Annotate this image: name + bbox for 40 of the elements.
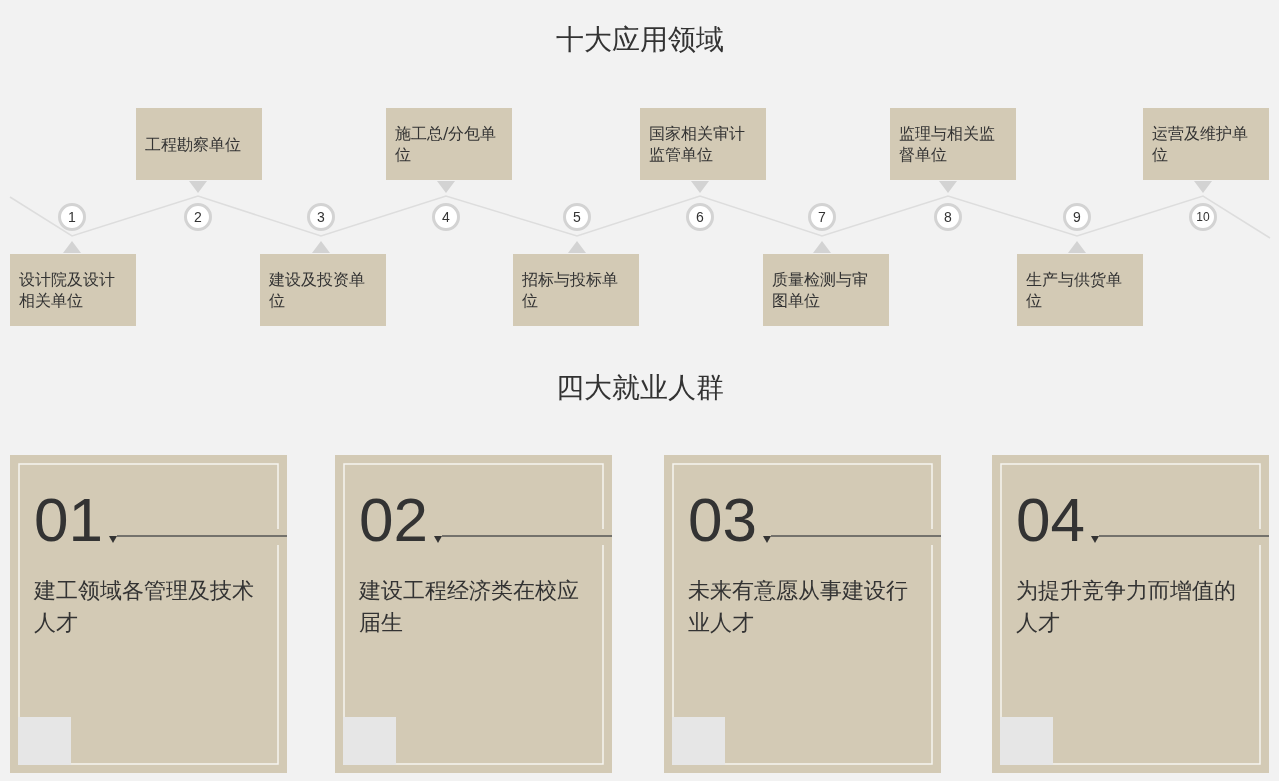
step-number: 8 [934, 203, 962, 231]
card-description: 建工领域各管理及技术人才 [34, 577, 255, 637]
unit-label: 工程勘察单位 [145, 133, 241, 155]
unit-box [136, 108, 262, 180]
unit-label: 设计院及设计相关单位 [19, 269, 116, 311]
unit-box [513, 254, 639, 326]
unit-box [640, 108, 766, 180]
title: 十大应用领域 [554, 22, 725, 58]
unit-box [10, 254, 136, 326]
unit-label: 招标与投标单位 [522, 269, 619, 311]
unit-label: 运营及维护单位 [1152, 123, 1249, 165]
card-description: 为提升竞争力而增值的人才 [1016, 577, 1237, 637]
unit-label: 生产与供货单位 [1026, 269, 1123, 311]
step-number: 3 [307, 203, 335, 231]
unit-box [1017, 254, 1143, 326]
unit-label: 建设及投资单位 [269, 269, 366, 311]
step-number: 10 [1189, 203, 1217, 231]
unit-label: 质量检测与审图单位 [772, 269, 869, 311]
card-number: 01 [34, 485, 103, 555]
unit-label: 施工总/分包单位 [395, 123, 498, 165]
unit-label: 国家相关审计监管单位 [649, 123, 746, 165]
step-number: 6 [686, 203, 714, 231]
step-number: 2 [184, 203, 212, 231]
unit-label: 监理与相关监督单位 [899, 123, 996, 165]
card-number: 04 [1016, 485, 1085, 555]
step-number: 4 [432, 203, 460, 231]
unit-box [260, 254, 386, 326]
unit-box [1143, 108, 1269, 180]
unit-box [890, 108, 1016, 180]
unit-box [386, 108, 512, 180]
section-heading: 四大就业人群 [554, 370, 725, 406]
step-number: 5 [563, 203, 591, 231]
card-description: 未来有意愿从事建设行业人才 [688, 577, 909, 637]
card-number: 03 [688, 485, 757, 555]
step-number: 9 [1063, 203, 1091, 231]
card-number: 02 [359, 485, 428, 555]
step-number: 7 [808, 203, 836, 231]
step-number: 1 [58, 203, 86, 231]
unit-box [763, 254, 889, 326]
card-description: 建设工程经济类在校应届生 [359, 577, 580, 637]
